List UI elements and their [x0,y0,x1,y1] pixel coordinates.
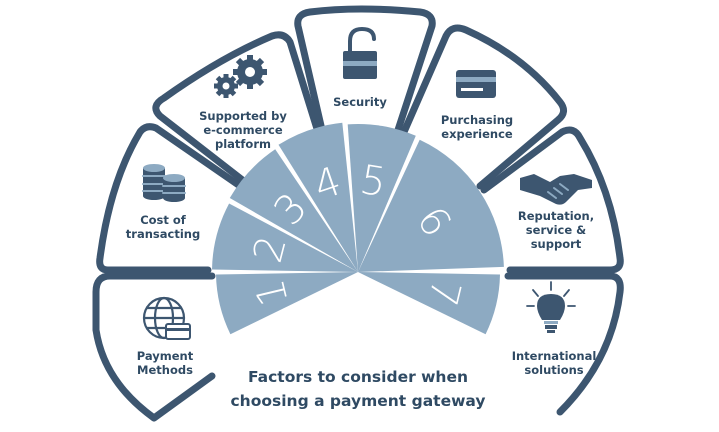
label-payment-methods-line-2: Methods [137,363,193,377]
globe-card-icon [142,296,191,340]
segment-outline-reputation [480,126,624,274]
label-ecommerce-platform-line-1: Supported by [199,109,287,123]
segment-outline-security [294,5,436,134]
label-security-line-1: Security [333,95,387,109]
coin-stack-icon [142,164,186,202]
label-ecommerce-platform-line-2: e-commerce [203,123,283,137]
wedge-4 [278,122,358,272]
lightbulb-icon [526,281,576,333]
segment-outline-ecommerce [152,31,322,186]
label-purchasing-experience-line-1: Purchasing [441,113,513,127]
segment-outline-purchasing [400,24,567,190]
label-international-line-2: solutions [524,363,583,377]
wedge-5 [347,124,416,273]
wedge-2 [212,203,358,272]
label-cost-of-transacting-line-2: transacting [126,227,200,241]
label-purchasing-experience-line-2: experience [441,127,513,141]
label-ecommerce-platform-line-3: platform [215,137,271,151]
segment-outline-payment-methods [92,272,216,422]
segment-outline-international [504,272,624,416]
wedge-1 [216,272,358,335]
wedge-6 [358,139,504,272]
padlock-icon [343,27,377,79]
caption-line-1: Factors to consider when [248,368,468,386]
wedge-3 [229,149,358,272]
label-international-line-1: International [512,349,597,363]
credit-card-icon [456,70,496,98]
label-reputation-line-2: service & [526,223,586,237]
label-payment-methods-line-1: Payment [137,349,194,363]
label-cost-of-transacting-line-1: Cost of [140,213,187,227]
caption-line-2: choosing a payment gateway [230,392,485,410]
segment-outline-cost-of-transacting [96,123,244,274]
label-reputation-line-3: support [531,237,582,251]
handshake-icon [520,174,592,205]
gears-icon [214,55,267,98]
segment-outlines [92,5,624,422]
wedge-7 [358,272,500,335]
label-reputation-line-1: Reputation, [518,209,594,223]
